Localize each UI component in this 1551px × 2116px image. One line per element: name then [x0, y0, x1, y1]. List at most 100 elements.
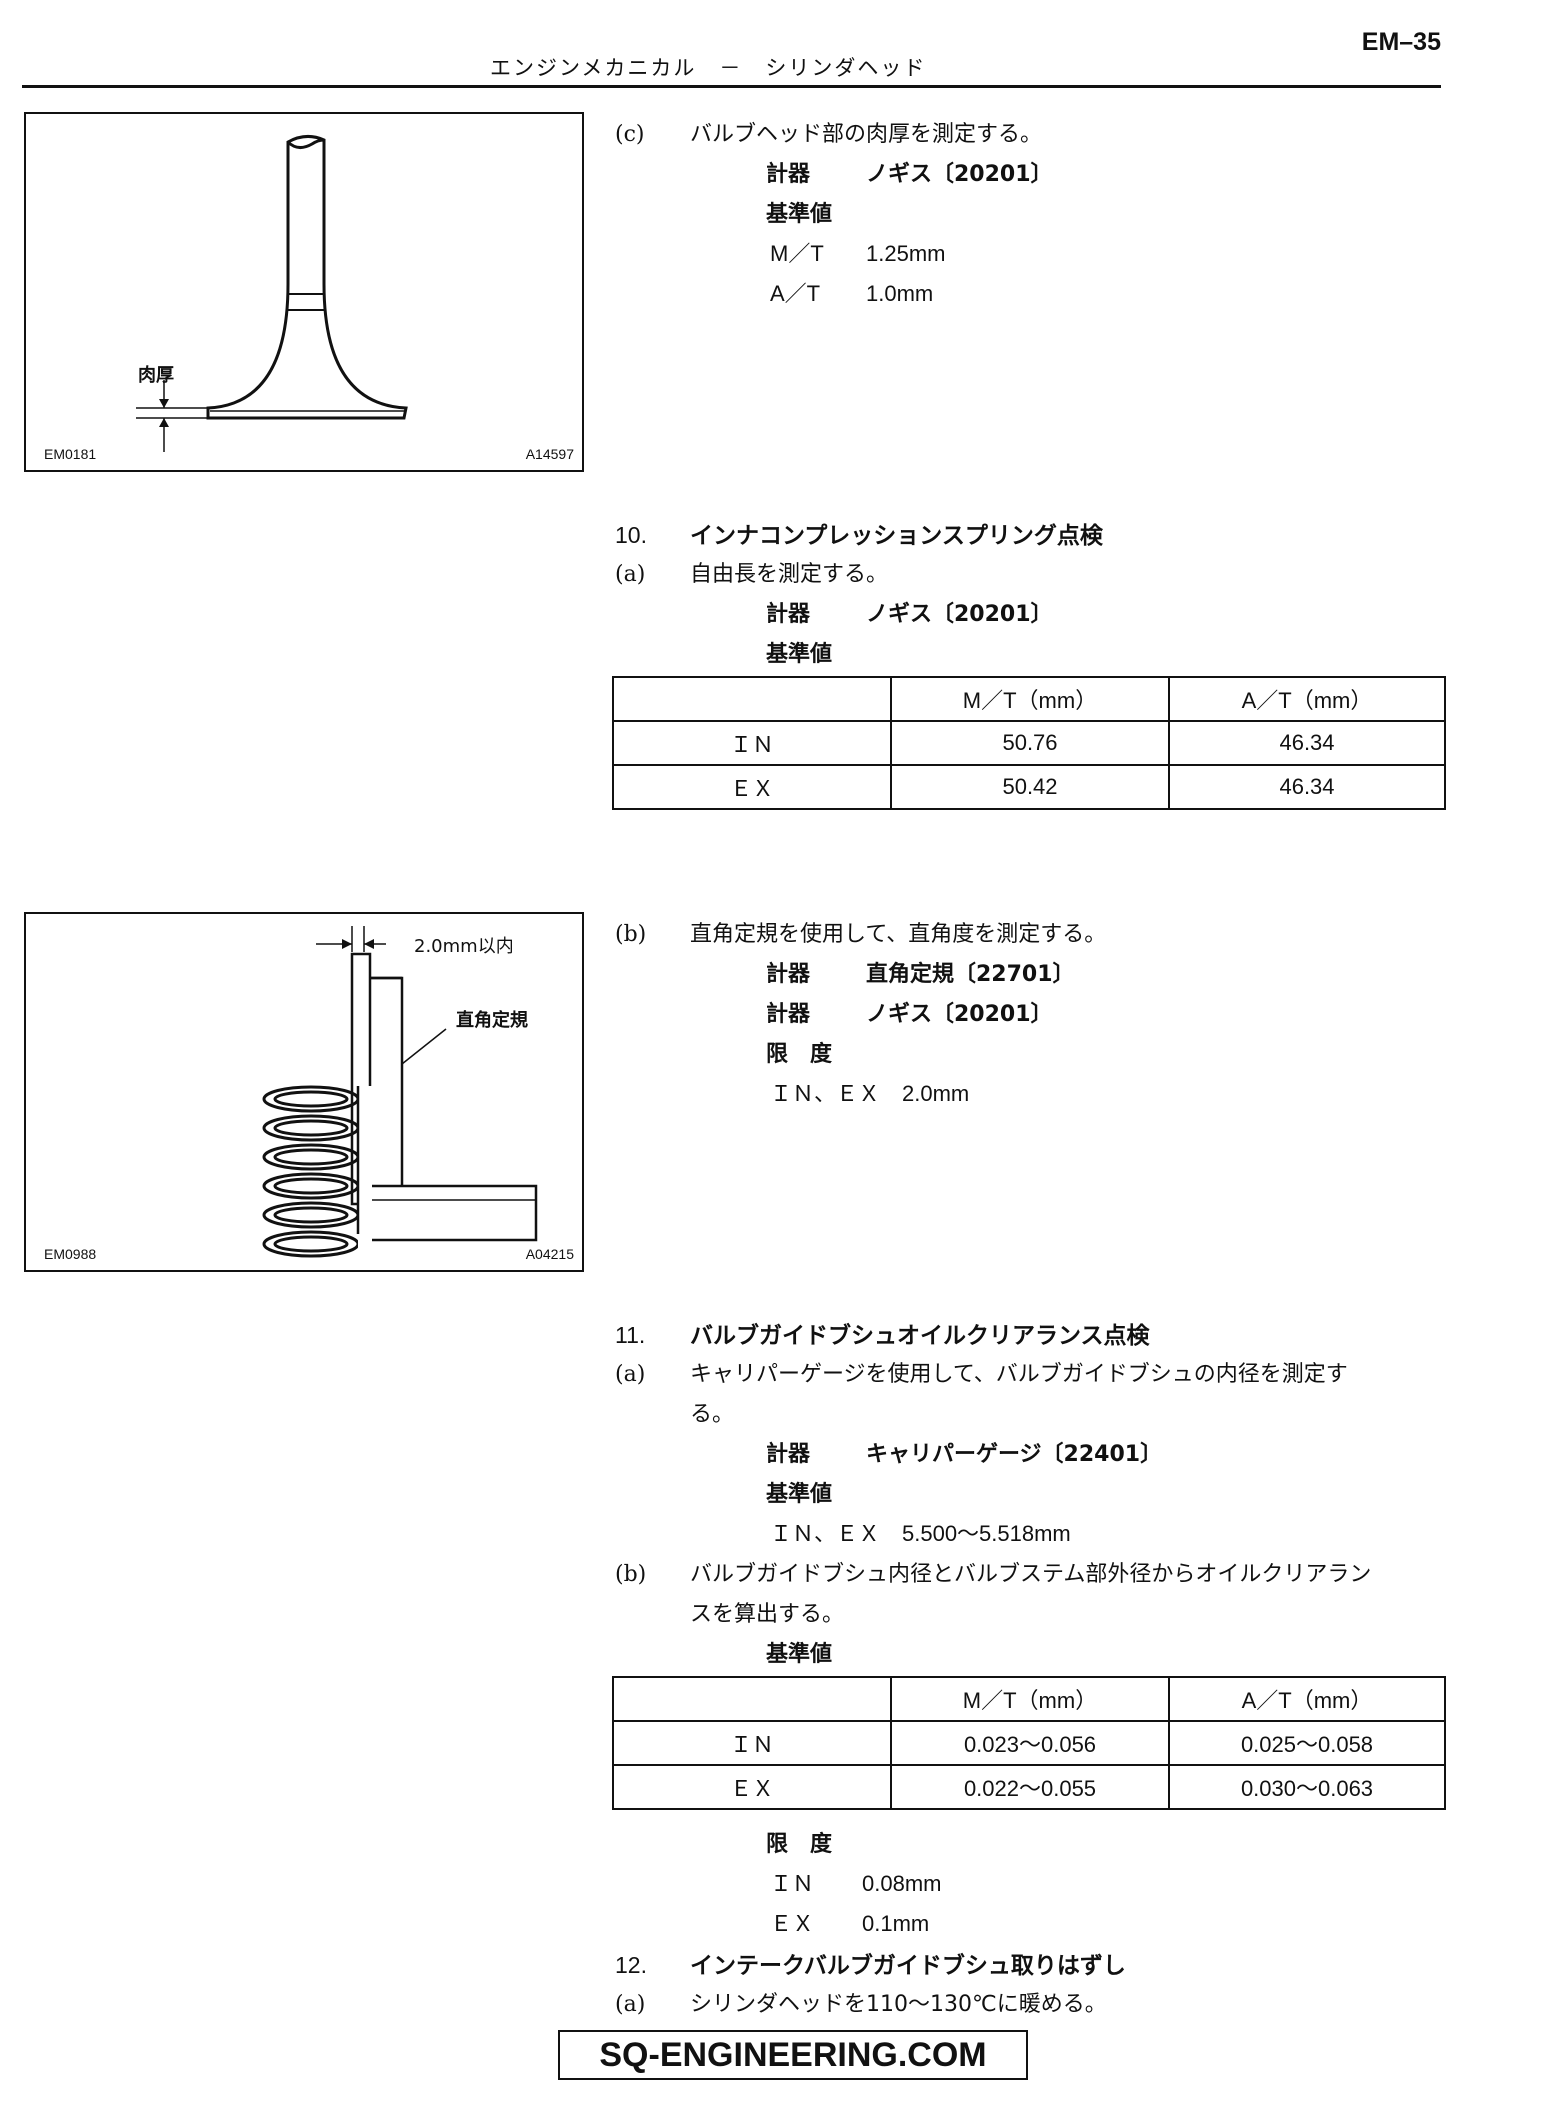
step-12a-line: (a)シリンダヘッドを110～130℃に暖める。 — [615, 1986, 1107, 2018]
section-11-heading: 11. バルブガイドブシュオイルクリアランス点検 — [615, 1316, 1150, 1350]
mt-spec-line: M／T 1.25mm — [770, 236, 945, 268]
section-12-heading: 12. インテークバルブガイドブシュ取りはずし — [615, 1946, 1126, 1980]
section-number: 11. — [615, 1322, 646, 1348]
figure-spring-squareness: 2.0mm以内 直角定規 EM0988 A04215 — [24, 912, 584, 1272]
tool-line: 計器 ノギス〔20201〕 — [766, 596, 1053, 628]
tool-line: 計器 直角定規〔22701〕 — [766, 956, 1075, 988]
table-header-row: M／T（mm） A／T（mm） — [612, 1676, 1446, 1722]
limit-in-label: ＩＮ — [770, 1871, 815, 1896]
step-text: 直角定規を使用して、直角度を測定する。 — [690, 922, 1107, 947]
limit-label: 限 度 — [766, 1042, 833, 1067]
mt-label: M／T — [770, 241, 824, 266]
section-number: 12. — [615, 1952, 647, 1978]
table-row: ＩＮ 0.023～0.056 0.025～0.058 — [612, 1720, 1446, 1766]
table-cell: 46.34 — [1168, 720, 1446, 766]
limit-ex-label: ＥＸ — [770, 1911, 815, 1936]
figure-code-left: EM0181 — [44, 446, 97, 462]
table-row: ＥＸ 50.42 46.34 — [612, 764, 1446, 810]
limit-ex-value: 0.1mm — [862, 1911, 930, 1936]
standard-label: 基準値 — [766, 1482, 833, 1507]
table-header-cell: M／T（mm） — [890, 1676, 1170, 1722]
section-title: インテークバルブガイドブシュ取りはずし — [690, 1953, 1126, 1979]
table-cell: 50.76 — [890, 720, 1170, 766]
section-10-heading: 10. インナコンプレッションスプリング点検 — [615, 516, 1103, 550]
thickness-label: 肉厚 — [138, 365, 174, 386]
dimension-label: 2.0mm以内 — [414, 936, 514, 957]
step-text: 自由長を測定する。 — [690, 562, 889, 587]
step-text: バルブヘッド部の肉厚を測定する。 — [690, 122, 1043, 147]
tool-value: 直角定規〔22701〕 — [866, 962, 1075, 987]
standard-label: 基準値 — [766, 1642, 833, 1667]
standard-value: ＩＮ、ＥＸ 5.500～5.518mm — [770, 1521, 1071, 1546]
footer-watermark: SQ-ENGINEERING.COM — [558, 2030, 1028, 2080]
tool-label: 計器 — [766, 162, 811, 187]
oil-clearance-table: M／T（mm） A／T（mm） ＩＮ 0.023～0.056 0.025～0.0… — [612, 1676, 1446, 1810]
mt-value: 1.25mm — [866, 241, 946, 266]
tool-line: 計器 ノギス〔20201〕 — [766, 996, 1053, 1028]
step-label: (b) — [615, 1562, 647, 1587]
step-text-continued: スを算出する。 — [690, 1602, 845, 1627]
at-value: 1.0mm — [866, 281, 934, 306]
at-label: A／T — [770, 281, 821, 306]
tool-label: 計器 — [766, 1442, 811, 1467]
table-header-row: M／T（mm） A／T（mm） — [612, 676, 1446, 722]
table-cell: 0.025～0.058 — [1168, 1720, 1446, 1766]
section-header-title: エンジンメカニカル － シリンダヘッド — [490, 56, 927, 80]
page-number: EM–35 — [1361, 28, 1441, 56]
limit-in-line: ＩＮ 0.08mm — [770, 1866, 941, 1898]
tool-label: 計器 — [766, 602, 811, 627]
table-header-cell: M／T（mm） — [890, 676, 1170, 722]
header-divider — [22, 85, 1441, 88]
table-cell: 0.023～0.056 — [890, 1720, 1170, 1766]
table-header-cell: A／T（mm） — [1168, 676, 1446, 722]
section-number: 10. — [615, 522, 647, 548]
limit-label: 限 度 — [766, 1832, 833, 1857]
table-cell: 46.34 — [1168, 764, 1446, 810]
tool-value: ノギス〔20201〕 — [866, 162, 1053, 187]
standard-label: 基準値 — [766, 642, 833, 667]
spring-square-illustration — [262, 926, 538, 1258]
step-label: (a) — [615, 1362, 646, 1387]
table-cell: 0.022～0.055 — [890, 1764, 1170, 1810]
valve-illustration — [136, 135, 408, 452]
table-row: ＥＸ 0.022～0.055 0.030～0.063 — [612, 1764, 1446, 1810]
table-cell: ＥＸ — [612, 1764, 892, 1810]
step-label: (b) — [615, 922, 647, 947]
section-title: インナコンプレッションスプリング点検 — [690, 523, 1103, 549]
tool-label: 計器 — [766, 1002, 811, 1027]
table-header-cell — [612, 676, 892, 722]
step-text: キャリパーゲージを使用して、バルブガイドブシュの内径を測定す — [690, 1362, 1348, 1387]
standard-label: 基準値 — [766, 202, 833, 227]
table-header-cell: A／T（mm） — [1168, 1676, 1446, 1722]
step-label: (c) — [615, 122, 645, 147]
figure-valve-head-thickness: 肉厚 EM0181 A14597 — [24, 112, 584, 472]
at-spec-line: A／T 1.0mm — [770, 276, 933, 308]
figure-code-left: EM0988 — [44, 1246, 97, 1262]
limit-value: ＩＮ、ＥＸ 2.0mm — [770, 1081, 970, 1106]
step-c-line: (c) バルブヘッド部の肉厚を測定する。 — [615, 116, 1042, 148]
step-11a-line: (a) キャリパーゲージを使用して、バルブガイドブシュの内径を測定す — [615, 1356, 1348, 1388]
limit-ex-line: ＥＸ 0.1mm — [770, 1906, 929, 1938]
table-cell: ＩＮ — [612, 1720, 892, 1766]
tool-line: 計器 ノギス〔20201〕 — [766, 156, 1053, 188]
step-text-continued: る。 — [690, 1402, 735, 1427]
tool-value: キャリパーゲージ〔22401〕 — [866, 1442, 1163, 1467]
tool-label: 計器 — [766, 962, 811, 987]
table-cell: 50.42 — [890, 764, 1170, 810]
spring-free-length-table: M／T（mm） A／T（mm） ＩＮ 50.76 46.34 ＥＸ 50.42 … — [612, 676, 1446, 810]
step-11b-line: (b) バルブガイドブシュ内径とバルブステム部外径からオイルクリアラン — [615, 1556, 1371, 1588]
step-10b-line: (b) 直角定規を使用して、直角度を測定する。 — [615, 916, 1106, 948]
tool-line: 計器 キャリパーゲージ〔22401〕 — [766, 1436, 1162, 1468]
step-label: (a) — [615, 562, 646, 587]
step-text: バルブガイドブシュ内径とバルブステム部外径からオイルクリアラン — [690, 1562, 1372, 1587]
tool-value: ノギス〔20201〕 — [866, 602, 1053, 627]
tool-value: ノギス〔20201〕 — [866, 1002, 1053, 1027]
table-cell: 0.030～0.063 — [1168, 1764, 1446, 1810]
table-cell: ＩＮ — [612, 720, 892, 766]
table-cell: ＥＸ — [612, 764, 892, 810]
step-label: (a) — [615, 1992, 646, 2017]
section-title: バルブガイドブシュオイルクリアランス点検 — [690, 1323, 1150, 1349]
figure-code-right: A14597 — [525, 446, 574, 462]
limit-in-value: 0.08mm — [862, 1871, 942, 1896]
figure-code-right: A04215 — [525, 1246, 574, 1262]
